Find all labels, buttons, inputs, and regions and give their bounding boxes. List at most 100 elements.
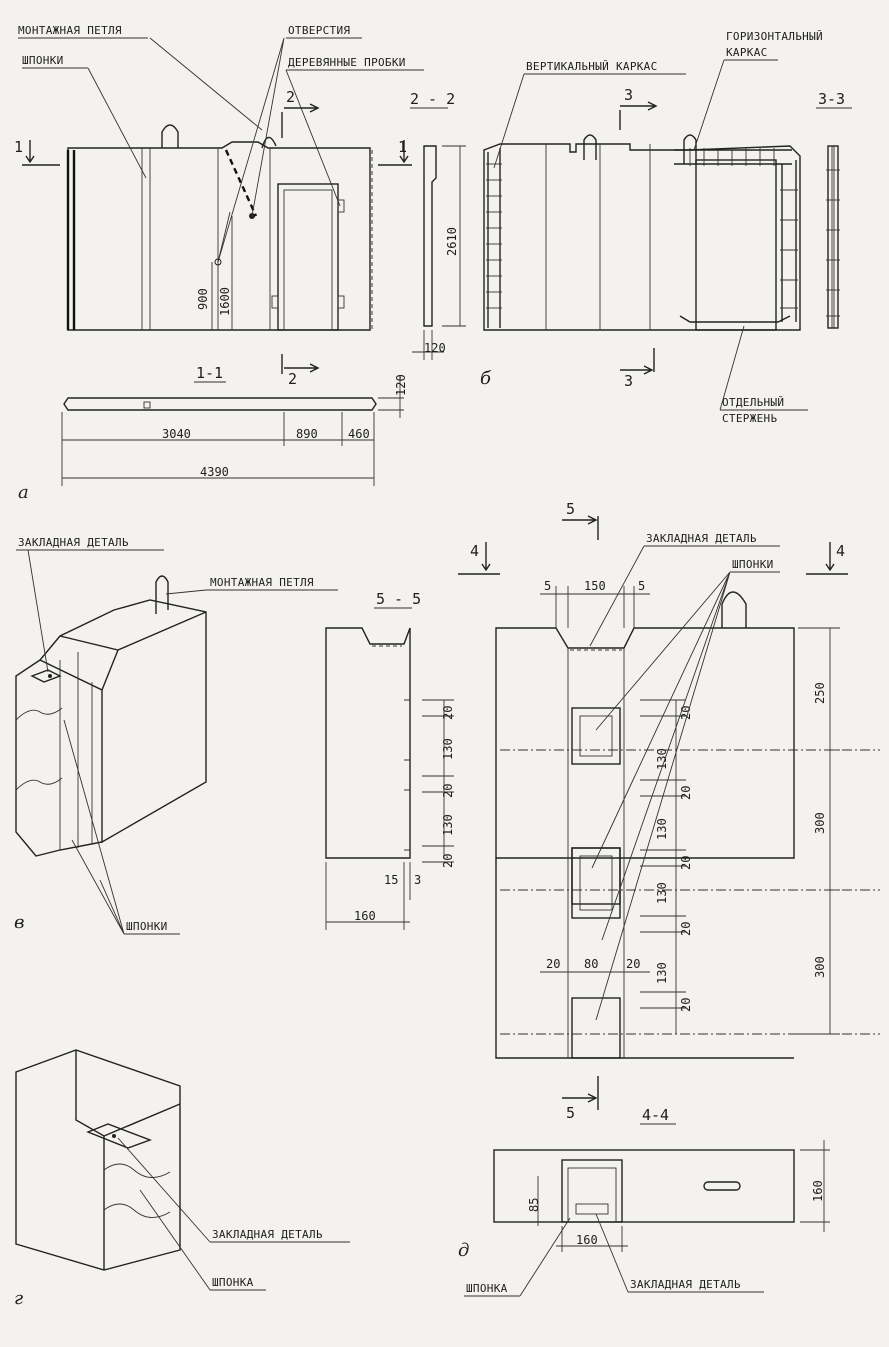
door-opening (277, 183, 339, 331)
label-embedded-part-44: ЗАКЛАДНАЯ ДЕТАЛЬ (630, 1278, 741, 1291)
section-3-top: 3 (624, 86, 633, 104)
section-arrow-5-top (562, 515, 598, 525)
block-iso-front (15, 659, 103, 857)
section-arrow-3-bottom (620, 365, 654, 375)
panel-b-reinforcement: ВЕРТИКАЛЬНЫЙ КАРКАС ГОРИЗОНТАЛЬНЫЙ КАРКА… (480, 30, 823, 425)
label-keys-d: ШПОНКИ (732, 558, 774, 571)
section-arrow-2-bottom (284, 363, 320, 373)
label-key-d: ШПОНКА (466, 1282, 508, 1295)
label-keys: ШПОНКИ (22, 54, 64, 67)
section-4-left: 4 (470, 542, 479, 560)
section-1-1-title: 1-1 (196, 364, 223, 382)
dim-20-55-c: 20 (441, 854, 455, 868)
dim-900: 900 (196, 288, 210, 310)
section-4-4-slot (703, 1181, 741, 1191)
leader-key-d (519, 1217, 571, 1297)
lifting-loop (161, 124, 179, 148)
dim-460: 460 (348, 427, 370, 441)
section-4-4-plate (575, 1203, 609, 1215)
horizontal-cage-rungs (689, 148, 775, 166)
section-arrow-4-right (825, 542, 835, 572)
label-lifting-loop-v: МОНТАЖНАЯ ПЕТЛЯ (210, 576, 314, 589)
section-arrow-5-bottom (562, 1093, 598, 1103)
leader-keys-v (63, 719, 125, 935)
dim-20-55-b: 20 (441, 784, 455, 798)
wooden-plug-3 (271, 295, 279, 309)
label-embedded-part-v: ЗАКЛАДНАЯ ДЕТАЛЬ (18, 536, 129, 549)
leader-lifting-loop-v (165, 589, 207, 595)
section-4-4: 4-4 160 85 160 ШПОНКА ЗАКЛАДНАЯ ДЕТАЛЬ д (458, 1106, 830, 1297)
fragment-iso-body (15, 1049, 181, 1271)
section-5-5: 5 - 5 160 15 3 20 130 20 130 20 (325, 590, 455, 930)
vertical-cage-rungs (486, 163, 502, 309)
dim-130-d-d: 130 (655, 962, 669, 984)
section-3-3-profile (827, 145, 839, 329)
lifting-loop-2 (261, 136, 277, 149)
leader-embedded-part-d (589, 545, 645, 647)
dim-160-55: 160 (354, 909, 376, 923)
key-recesses (571, 707, 621, 905)
block-iso-lifting-loop (155, 575, 169, 614)
dim-3040: 3040 (162, 427, 191, 441)
label-horizontal-cage-2: КАРКАС (726, 46, 768, 59)
detail-elevation-outline (495, 627, 795, 859)
section-4-4-profile (493, 1149, 795, 1223)
section-5-5-title: 5 - 5 (376, 590, 421, 608)
label-embedded-part-g: ЗАКЛАДНАЯ ДЕТАЛЬ (212, 1228, 323, 1241)
reinf-lifting-loop (583, 134, 597, 160)
section-5-top: 5 (566, 500, 575, 518)
brace (224, 149, 258, 217)
section-2-2-profile (423, 145, 437, 327)
panel-label-g: г (14, 1288, 23, 1309)
section-5-5-profile (325, 627, 411, 859)
section-2-2: 2 - 2 2610 120 (410, 90, 466, 360)
block-iso-top-edge (59, 611, 207, 651)
section-arrow-1-right (399, 140, 409, 164)
section-1-right: 1 (398, 138, 407, 156)
block-iso-ridge (101, 649, 119, 691)
dim-300-b: 300 (813, 956, 827, 978)
dim-20-h-left: 20 (546, 957, 560, 971)
leader-embedded-part-44 (595, 1213, 629, 1293)
detail-lower-outline (495, 858, 794, 1059)
label-key-g: ШПОНКА (212, 1276, 254, 1289)
dim-160-44: 160 (811, 1180, 825, 1202)
dim-4390: 4390 (200, 465, 229, 479)
dim-20-d-d: 20 (679, 922, 693, 936)
leader-holes (217, 37, 285, 263)
dim-5-right: 5 (638, 579, 645, 593)
dim-130-d-c: 130 (655, 882, 669, 904)
reinf-door-opening (695, 159, 777, 331)
section-2-bottom: 2 (288, 370, 297, 388)
section-2-2-title: 2 - 2 (410, 90, 455, 108)
section-1-left: 1 (14, 138, 23, 156)
dim-300-a: 300 (813, 812, 827, 834)
label-keys-v: ШПОНКИ (126, 920, 168, 933)
section-4-right: 4 (836, 542, 845, 560)
wall-panel-outline (67, 141, 371, 331)
leader-embedded-part-g (117, 1137, 211, 1243)
section-3-3-title: 3-3 (818, 90, 845, 108)
leader-keys (87, 67, 147, 179)
key-recess-2 (571, 847, 621, 919)
dim-150: 150 (584, 579, 606, 593)
section-5-bottom: 5 (566, 1104, 575, 1122)
panel-g-isometric: ЗАКЛАДНАЯ ДЕТАЛЬ ШПОНКА г (14, 1049, 350, 1309)
block-iso-body (38, 599, 207, 844)
label-vertical-cage: ВЕРТИКАЛЬНЫЙ КАРКАС (526, 60, 658, 73)
label-separate-bar-2: СТЕРЖЕНЬ (722, 412, 777, 425)
dim-130-55-b: 130 (441, 814, 455, 836)
wooden-plug-2 (337, 295, 345, 309)
label-holes: ОТВЕРСТИЯ (288, 24, 350, 37)
dim-130-55-a: 130 (441, 738, 455, 760)
dim-15-55: 15 (384, 873, 398, 887)
dim-120-section: 120 (424, 341, 446, 355)
panel-label-a: а (18, 482, 29, 503)
leader-wooden-plugs (285, 69, 341, 207)
fragment-embedded-plate (86, 1123, 153, 1149)
wooden-plug (337, 199, 345, 213)
fragment-key (103, 1163, 171, 1218)
dim-3-55: 3 (414, 873, 421, 887)
detail-lifting-loop (721, 591, 747, 628)
label-embedded-part-d: ЗАКЛАДНАЯ ДЕТАЛЬ (646, 532, 757, 545)
